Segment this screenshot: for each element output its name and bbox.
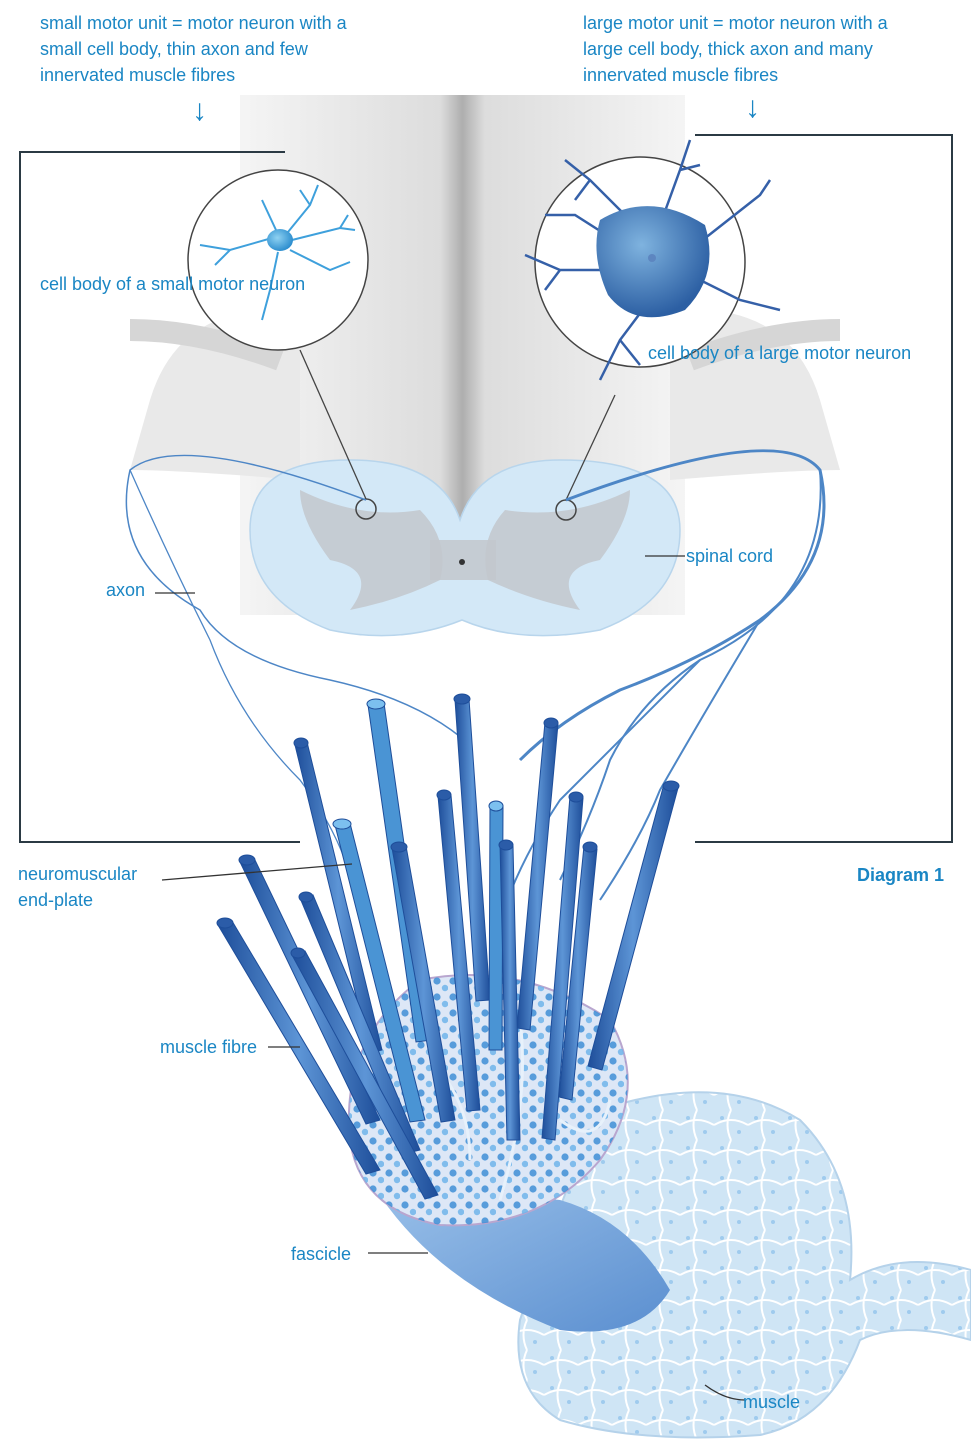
axon-label: axon — [106, 577, 145, 603]
fascicle-label: fascicle — [291, 1241, 351, 1267]
diagram-title: Diagram 1 — [857, 862, 944, 888]
small-cell-body-label: cell body of a small motor neuron — [40, 271, 305, 297]
spinal-cord-label: spinal cord — [686, 543, 773, 569]
small-neuron-magnifier — [188, 170, 368, 350]
down-arrow-icon: ↓ — [192, 96, 207, 126]
muscle-label: muscle — [743, 1389, 800, 1415]
down-arrow-icon: ↓ — [745, 93, 760, 123]
small-unit-caption: small motor unit = motor neuron with a s… — [40, 10, 440, 88]
end-plate-label: neuromuscular end-plate — [18, 861, 137, 913]
muscle-fibre-label: muscle fibre — [160, 1034, 257, 1060]
large-unit-caption: large motor unit = motor neuron with a l… — [583, 10, 971, 88]
large-cell-body-label: cell body of a large motor neuron — [648, 340, 911, 366]
